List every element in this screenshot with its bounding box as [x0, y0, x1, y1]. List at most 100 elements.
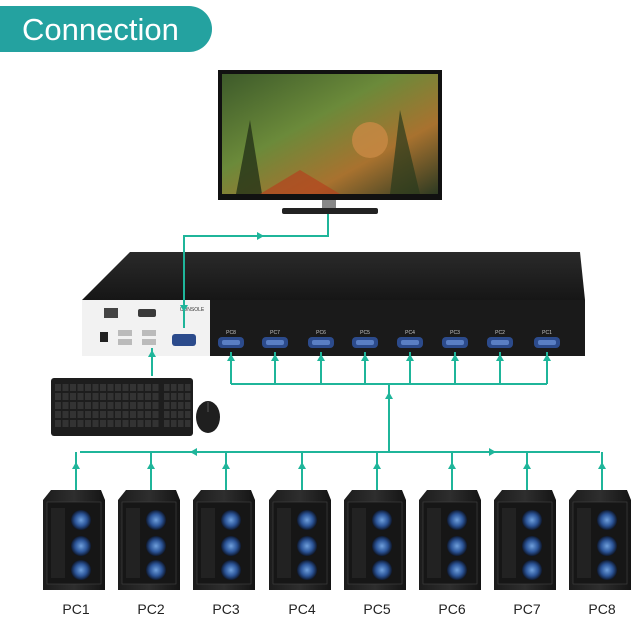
key	[137, 393, 144, 400]
key	[70, 384, 76, 391]
key	[178, 411, 184, 418]
key	[77, 384, 84, 391]
trunk-cable-arrow	[385, 392, 393, 399]
key	[77, 411, 84, 418]
key	[115, 420, 121, 427]
case-fan	[297, 510, 317, 530]
pc-cable-arrow	[448, 462, 456, 469]
key	[85, 420, 91, 427]
port-cable-arrow	[227, 354, 235, 361]
key	[62, 420, 69, 427]
db9-port	[138, 309, 156, 317]
pc-tower	[419, 490, 481, 590]
case-fan	[221, 536, 241, 556]
pc-label: PC4	[288, 601, 316, 617]
key	[137, 420, 144, 427]
vga-port-pins	[491, 340, 509, 345]
key	[152, 393, 159, 400]
pc-bus-arrow	[489, 448, 496, 456]
key	[62, 384, 69, 391]
pc-cable-arrow	[222, 462, 230, 469]
key	[171, 402, 177, 409]
pc-side-trim	[201, 508, 215, 578]
key	[115, 411, 121, 418]
key	[62, 393, 69, 400]
pc-cable-arrow	[523, 462, 531, 469]
port-label: PC3	[450, 330, 460, 336]
pc-tower	[118, 490, 180, 590]
key	[100, 402, 106, 409]
pc-side-trim	[51, 508, 65, 578]
pc-cable-arrow	[72, 462, 80, 469]
port-label: PC6	[316, 330, 326, 336]
vga-port-pins	[446, 340, 464, 345]
keyboard	[51, 378, 193, 436]
key	[171, 393, 177, 400]
key	[122, 420, 129, 427]
port-label: PC5	[360, 330, 370, 336]
mouse	[196, 401, 220, 433]
case-fan	[221, 510, 241, 530]
pc-label: PC5	[363, 601, 391, 617]
key	[107, 411, 114, 418]
pc-side-trim	[277, 508, 291, 578]
key	[145, 411, 151, 418]
case-fan	[597, 536, 617, 556]
monitor-cable-arrow	[180, 305, 188, 312]
case-fan	[522, 536, 542, 556]
monitor-stand-neck	[322, 200, 336, 210]
key	[70, 411, 76, 418]
key	[100, 384, 106, 391]
pc-towers	[43, 490, 631, 590]
key	[145, 384, 151, 391]
monitor	[218, 70, 442, 214]
key	[92, 393, 99, 400]
case-fan	[71, 510, 91, 530]
key	[122, 393, 129, 400]
case-fan	[71, 536, 91, 556]
key	[122, 402, 129, 409]
key	[122, 384, 129, 391]
vga-port-pins	[312, 340, 330, 345]
key	[178, 393, 184, 400]
vga-port-pins	[356, 340, 374, 345]
case-fan	[447, 510, 467, 530]
key	[55, 420, 61, 427]
pc-label: PC6	[438, 601, 466, 617]
vga-port-pins	[266, 340, 284, 345]
case-fan	[372, 536, 392, 556]
case-fan	[146, 536, 166, 556]
key	[137, 411, 144, 418]
key	[85, 411, 91, 418]
key	[130, 393, 136, 400]
port-label: PC8	[226, 330, 236, 336]
pc-side-trim	[502, 508, 516, 578]
pc-side-trim	[577, 508, 591, 578]
vga-port-pins	[222, 340, 240, 345]
pc-tower	[494, 490, 556, 590]
monitor-stand-base	[282, 208, 378, 214]
key	[185, 420, 191, 427]
key	[107, 420, 114, 427]
port-cable-arrow	[406, 354, 414, 361]
key	[185, 384, 191, 391]
port-label: PC4	[405, 330, 415, 336]
key	[115, 402, 121, 409]
rj45-port	[104, 308, 118, 318]
key	[145, 393, 151, 400]
key	[107, 402, 114, 409]
vga-port-pins	[401, 340, 419, 345]
key	[77, 393, 84, 400]
case-fan	[447, 536, 467, 556]
key	[130, 402, 136, 409]
pc-cable-arrow	[598, 462, 606, 469]
case-fan	[297, 560, 317, 580]
case-fan	[597, 560, 617, 580]
key	[145, 402, 151, 409]
dc-power-jack	[100, 332, 108, 342]
key	[185, 393, 191, 400]
key	[152, 384, 159, 391]
pc-tower	[344, 490, 406, 590]
